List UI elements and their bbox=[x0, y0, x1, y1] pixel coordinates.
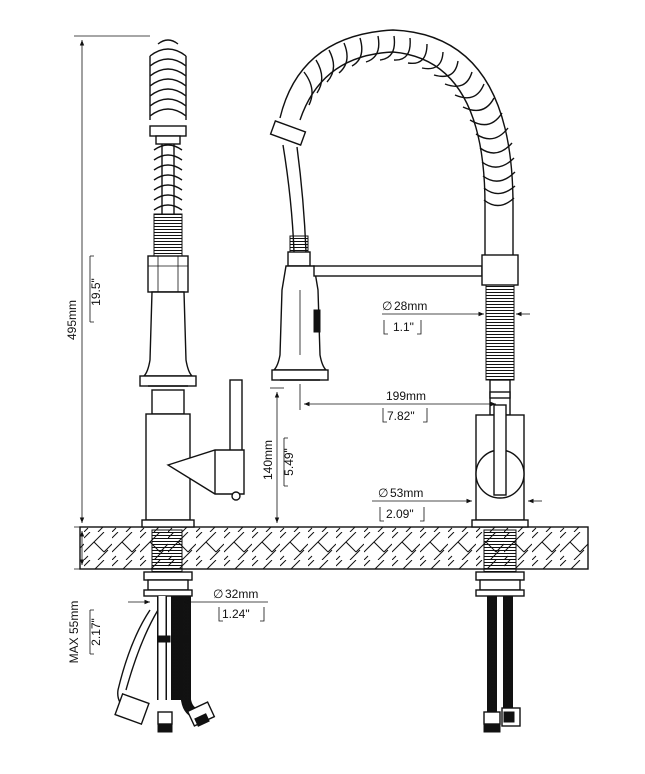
base-diameter-metric: 53mm bbox=[390, 486, 423, 500]
side-view-faucet bbox=[114, 39, 245, 733]
side-spring bbox=[149, 39, 187, 257]
shank-diameter-metric: 32mm bbox=[225, 587, 258, 601]
dimension-total-height: 495mm 19.5" bbox=[65, 35, 150, 528]
shank-diameter-imperial: 1.24" bbox=[222, 607, 250, 621]
diameter-symbol-32: ∅ bbox=[213, 587, 223, 601]
spout-height-metric: 140mm bbox=[261, 440, 275, 480]
spout-reach-imperial: 7.82" bbox=[387, 409, 415, 423]
dimension-spout-height: 140mm 5.49" bbox=[261, 387, 296, 523]
front-spring-coils bbox=[303, 35, 516, 207]
hose-diameter-metric: 28mm bbox=[394, 299, 427, 313]
spout-height-imperial: 5.49" bbox=[282, 448, 296, 476]
deck-thickness-imperial: 2.17" bbox=[89, 618, 103, 646]
dimension-shank-diameter: ∅ 32mm 1.24" bbox=[128, 587, 268, 622]
height-total-imperial: 19.5" bbox=[89, 278, 103, 306]
height-total-metric: 495mm bbox=[65, 300, 79, 340]
dimension-base-diameter: ∅ 53mm 2.09" bbox=[372, 486, 542, 522]
dimension-spout-reach: 199mm 7.82" bbox=[299, 384, 496, 423]
dimension-hose-diameter: ∅ 28mm 1.1" bbox=[382, 299, 530, 335]
hose-diameter-imperial: 1.1" bbox=[393, 320, 414, 334]
diameter-symbol-53: ∅ bbox=[378, 486, 388, 500]
dimension-deck-thickness: MAX 55mm 2.17" bbox=[67, 531, 103, 663]
deck-thickness-metric: MAX 55mm bbox=[67, 601, 81, 664]
diameter-symbol-28: ∅ bbox=[382, 299, 392, 313]
base-diameter-imperial: 2.09" bbox=[386, 507, 414, 521]
front-view-faucet bbox=[269, 29, 529, 733]
spout-reach-metric: 199mm bbox=[386, 389, 426, 403]
